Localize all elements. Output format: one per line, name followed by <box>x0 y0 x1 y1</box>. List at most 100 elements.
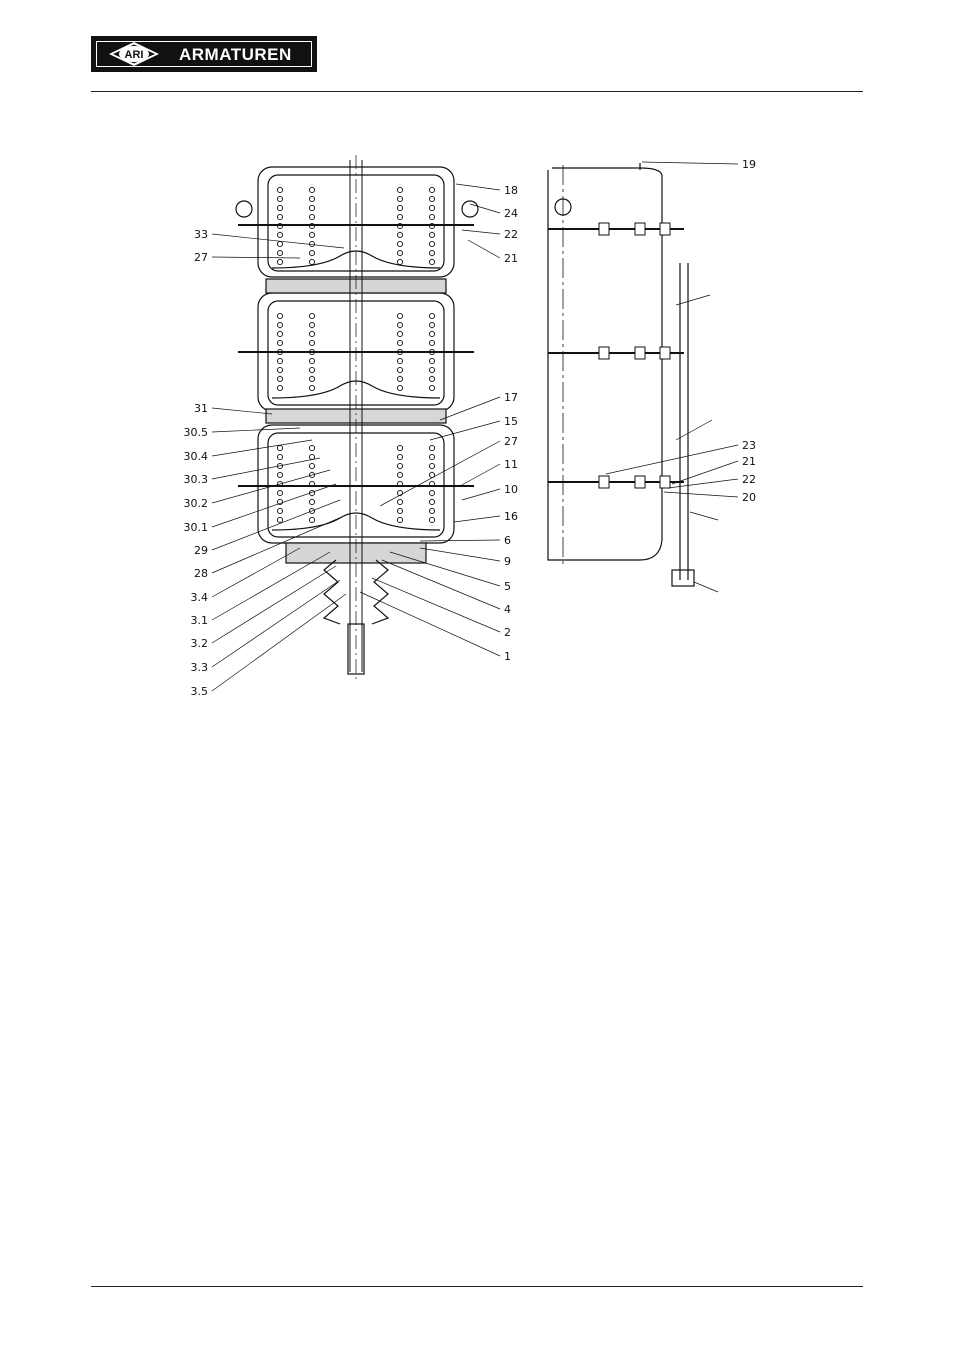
spring-coil <box>429 358 434 363</box>
callout-label-right: 10 <box>504 483 518 496</box>
spring-coil <box>277 214 282 219</box>
spring-coil <box>309 205 314 210</box>
spring-coil <box>309 445 314 450</box>
callout-label-left: 3.4 <box>191 591 209 604</box>
spring-coil <box>309 358 314 363</box>
spring-coil <box>309 499 314 504</box>
spring-coil <box>309 340 314 345</box>
callout-label-right: 24 <box>504 207 518 220</box>
spring-coil <box>309 454 314 459</box>
bolt-head <box>599 476 609 488</box>
callout-label-left: 33 <box>194 228 208 241</box>
callout-label-right: 15 <box>504 415 518 428</box>
spring-coil <box>277 517 282 522</box>
spring-coil <box>397 517 402 522</box>
callout-label-right: 18 <box>504 184 518 197</box>
callout-label-right: 11 <box>504 458 518 471</box>
callout-label-right: 6 <box>504 534 511 547</box>
spring-coil <box>309 232 314 237</box>
spring-coil <box>309 250 314 255</box>
spring-coil <box>429 214 434 219</box>
leader-line <box>420 548 500 561</box>
callout-label-right: 1 <box>504 650 511 663</box>
spring-coil <box>277 241 282 246</box>
spring-coil <box>429 499 434 504</box>
leader-line <box>212 484 336 527</box>
spring-coil <box>277 196 282 201</box>
spring-coil <box>397 322 402 327</box>
spring-coil <box>397 445 402 450</box>
callout-label-left: 30.4 <box>184 450 209 463</box>
spring-coil <box>309 331 314 336</box>
spring-coil <box>397 463 402 468</box>
actuator-section-view <box>236 155 478 680</box>
callout-label-left: 30.5 <box>184 426 209 439</box>
spring-coil <box>429 367 434 372</box>
bolt-head <box>599 223 609 235</box>
spring-coil <box>397 508 402 513</box>
leader-line <box>420 540 500 541</box>
callout-labels: 33273130.530.430.330.230.129283.43.13.23… <box>184 158 757 698</box>
spring-coil <box>309 367 314 372</box>
leader-line <box>468 240 500 258</box>
spring-coil <box>429 508 434 513</box>
spring-coil <box>277 187 282 192</box>
spring-coil <box>309 385 314 390</box>
callout-label-left: 28 <box>194 567 208 580</box>
callout-label-right: 22 <box>504 228 518 241</box>
spring-coil <box>429 385 434 390</box>
spring-coil <box>309 259 314 264</box>
leader-line <box>668 479 738 488</box>
callout-label-left: 29 <box>194 544 208 557</box>
spring-coil <box>277 445 282 450</box>
spring-coil <box>309 241 314 246</box>
spring-coil <box>397 367 402 372</box>
callout-label-right: 4 <box>504 603 511 616</box>
callout-label-left: 31 <box>194 402 208 415</box>
spring-coil <box>397 241 402 246</box>
leader-line <box>606 445 738 474</box>
flange-bolts <box>599 223 670 488</box>
callout-label-side: 21 <box>742 455 756 468</box>
spring-coil <box>397 214 402 219</box>
callout-label-left: 3.5 <box>191 685 209 698</box>
spring-coil <box>429 241 434 246</box>
spring-coil <box>309 187 314 192</box>
leader-line <box>694 582 718 592</box>
spring-coil <box>429 490 434 495</box>
spring-coil <box>429 187 434 192</box>
leader-line <box>664 492 738 497</box>
callout-label-side: 20 <box>742 491 756 504</box>
spring-coil <box>397 313 402 318</box>
spring-coil <box>429 340 434 345</box>
leader-line <box>212 580 340 667</box>
spring-coil <box>277 313 282 318</box>
callout-label-side: 23 <box>742 439 756 452</box>
spring-coil <box>397 340 402 345</box>
callout-label-right: 27 <box>504 435 518 448</box>
spring-coil <box>277 250 282 255</box>
callout-label-right: 16 <box>504 510 518 523</box>
spring-coil <box>429 259 434 264</box>
spring-coil <box>429 376 434 381</box>
leader-line <box>372 578 500 632</box>
spring-coil <box>397 385 402 390</box>
callout-label-left: 30.1 <box>184 521 209 534</box>
callout-label-left: 3.3 <box>191 661 209 674</box>
spring-coil <box>429 232 434 237</box>
callout-label-right: 5 <box>504 580 511 593</box>
spring-coil <box>397 472 402 477</box>
callout-label-left: 3.1 <box>191 614 209 627</box>
spring-coil <box>277 232 282 237</box>
bolt-head <box>635 223 645 235</box>
callout-label-left: 27 <box>194 251 208 264</box>
spring-coil <box>397 259 402 264</box>
spring-coil <box>397 454 402 459</box>
spring-coil <box>277 490 282 495</box>
spring-coil <box>309 313 314 318</box>
leader-line <box>390 552 500 586</box>
callout-label-left: 30.2 <box>184 497 209 510</box>
spring-coil <box>429 196 434 201</box>
leader-line <box>462 489 500 500</box>
